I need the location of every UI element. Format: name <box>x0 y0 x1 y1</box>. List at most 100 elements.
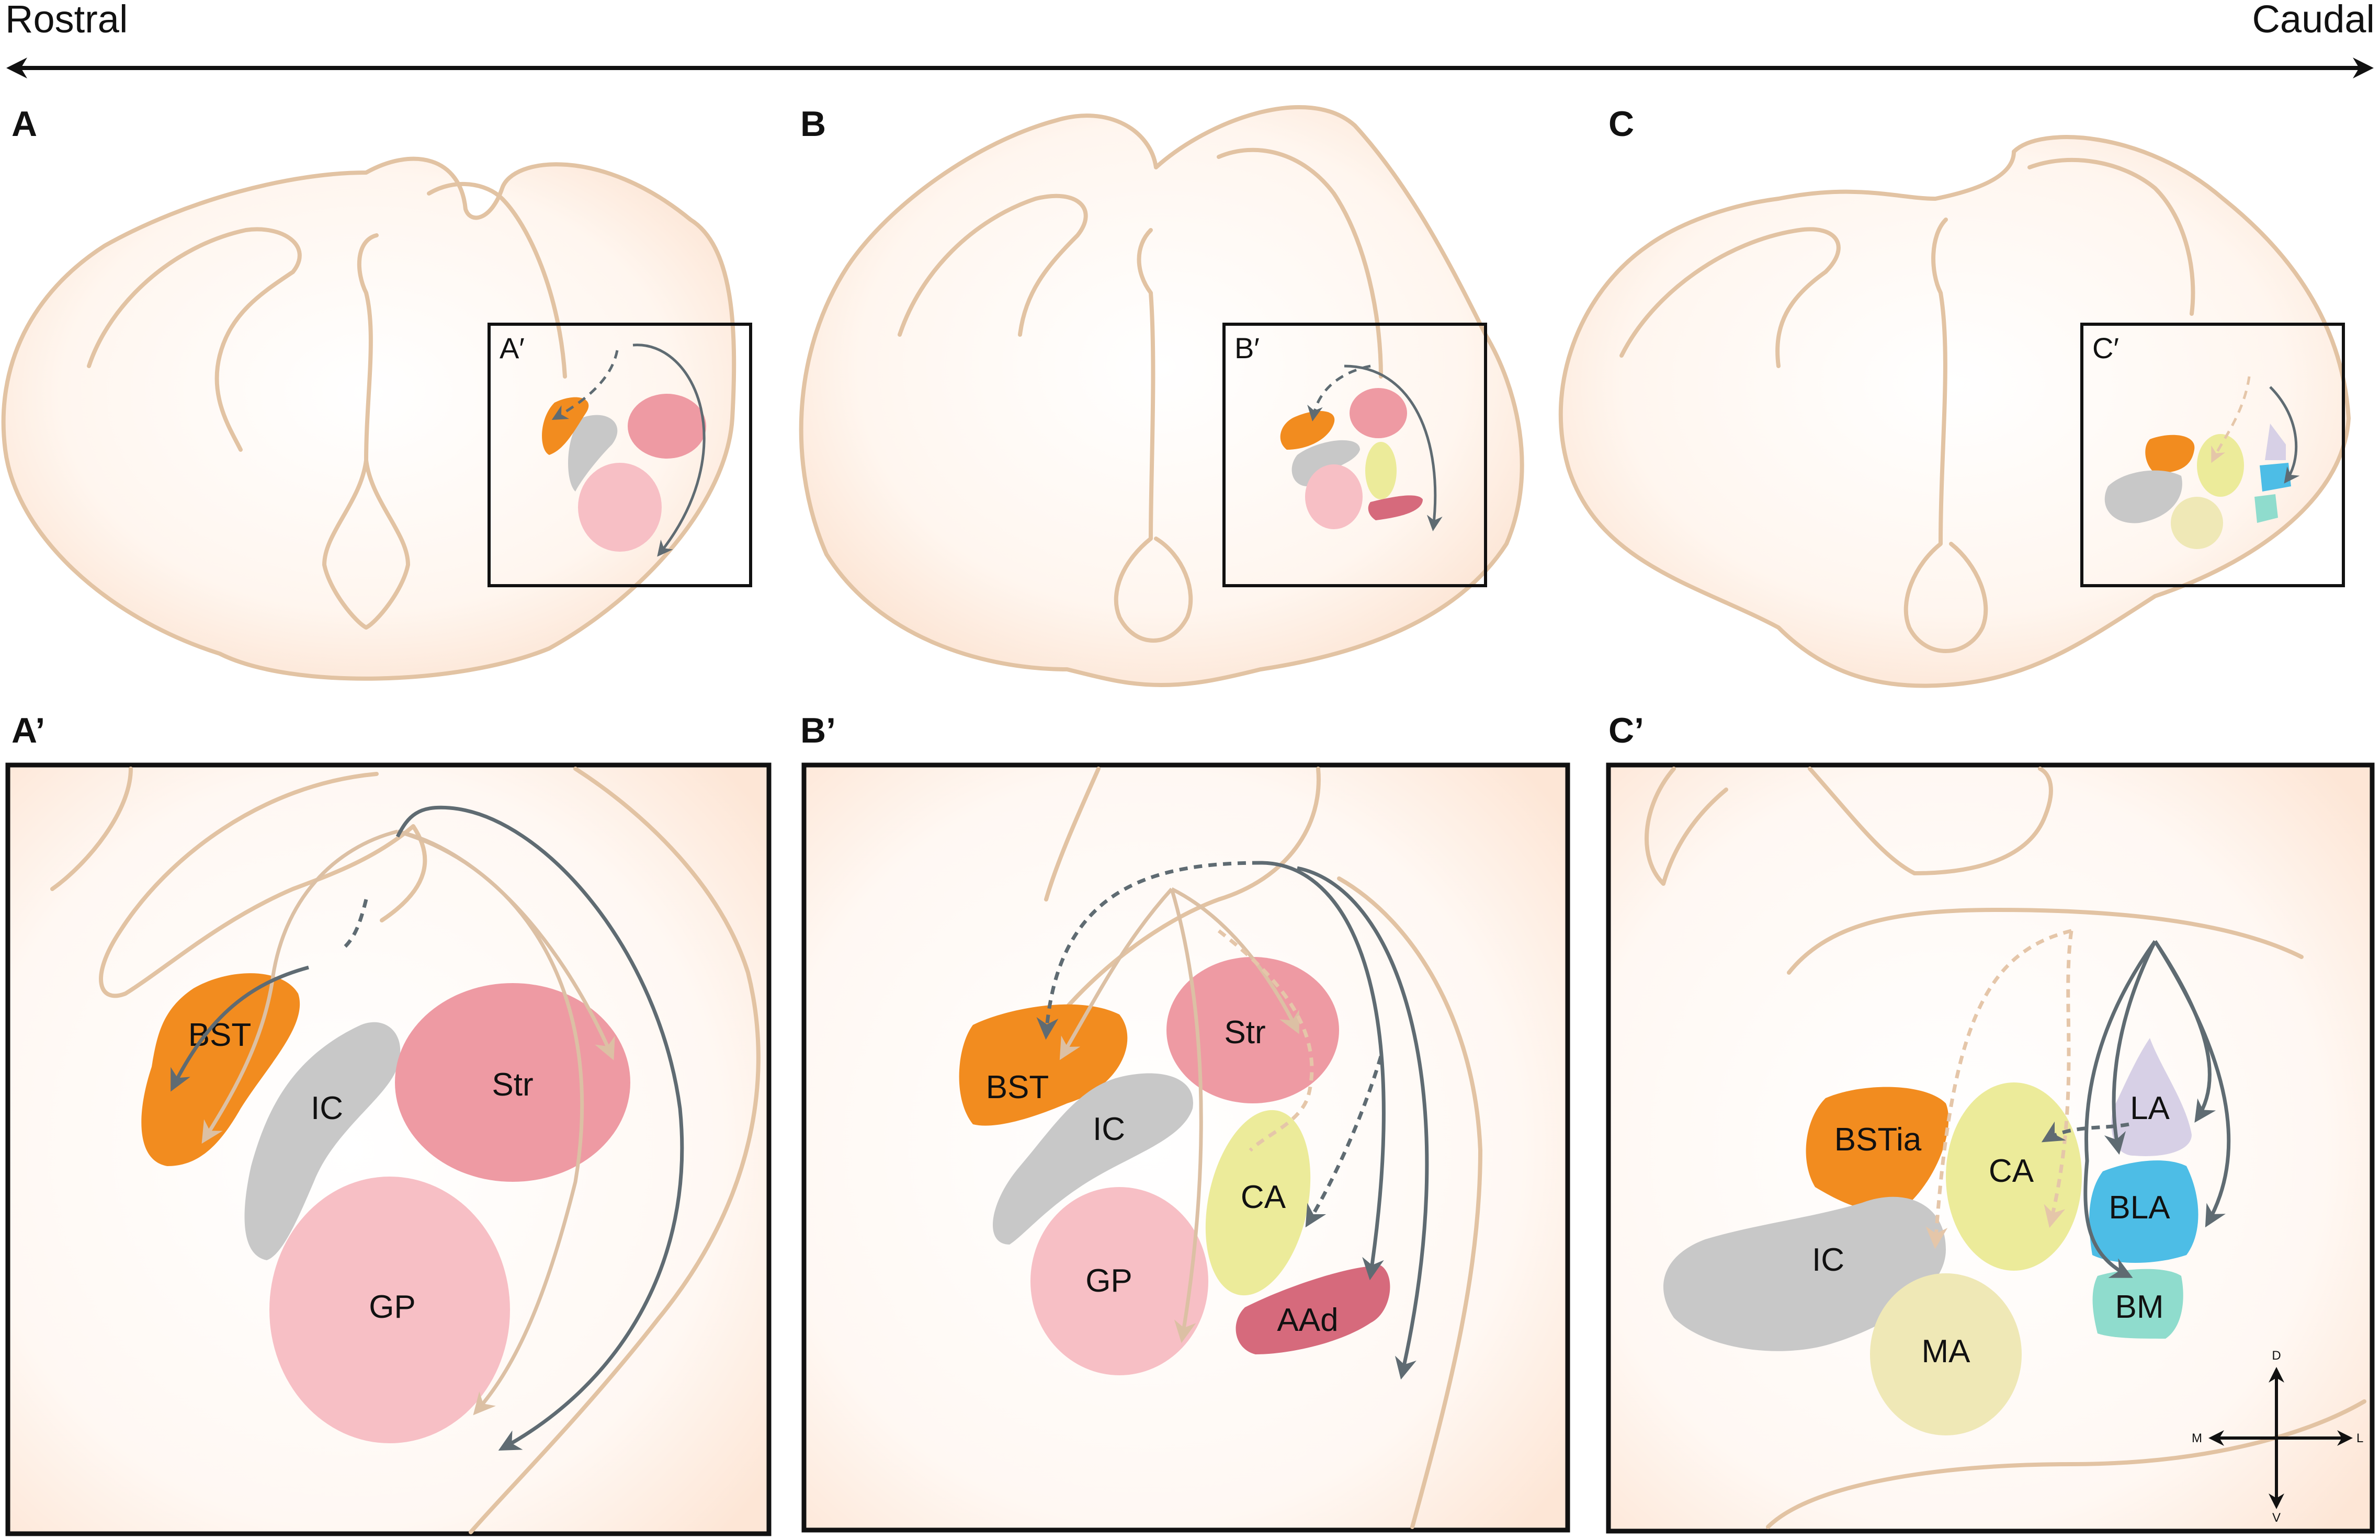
compass-medial-label: M <box>2192 1431 2202 1445</box>
arrow-tan-bst-b-prime <box>1059 887 1173 1060</box>
inset-box-a <box>488 323 752 587</box>
arrow-grey-bla-c-prime <box>2154 940 2231 1228</box>
gp-b-prime <box>1030 1187 1208 1375</box>
caudal-label: Caudal <box>2252 0 2375 41</box>
outline-dorsal-b-prime <box>1044 767 1101 902</box>
compass-dorsal-label: D <box>2272 1349 2281 1363</box>
mini-bstia-c <box>2145 435 2195 473</box>
bstia-c-prime <box>1806 1087 1949 1212</box>
panel-c: C C′ <box>1558 104 2351 688</box>
hemisphere-fold-right-b <box>1217 147 1383 379</box>
hemisphere-fold-left-b <box>898 193 1088 337</box>
outline-lateral-c-prime <box>1787 908 2304 975</box>
inset-box-c <box>2080 323 2345 587</box>
panel-letter-c: C <box>1608 104 1634 144</box>
arrow-dash-ca-c-prime <box>2041 1121 2129 1143</box>
inset-box-b <box>1222 323 1487 587</box>
hemisphere-fold-left-a <box>87 227 302 452</box>
outline-fold-c-prime <box>1808 767 2053 875</box>
arrow-tandash-ca-c-prime <box>2044 930 2073 1228</box>
label-bst-b-prime: BST <box>986 1069 1049 1105</box>
mini-arrow-grey-a <box>632 344 706 557</box>
outline-fold-b-prime <box>1034 767 1321 1048</box>
arrow-grey-aad-b-prime <box>1260 861 1386 1281</box>
hemisphere-fold-right-c <box>2027 157 2195 316</box>
aad-b-prime <box>1236 1265 1390 1354</box>
rostral-label: Rostral <box>5 0 128 41</box>
label-bstia-c-prime: BSTia <box>1834 1122 1922 1158</box>
mini-str-a <box>628 394 706 459</box>
mini-ca-c <box>2197 434 2244 497</box>
inset-letter-a-prime: A’ <box>12 711 45 750</box>
ventricle-a <box>322 233 410 630</box>
label-ic-b-prime: IC <box>1093 1111 1125 1147</box>
ma-c-prime <box>1870 1273 2022 1435</box>
arrow-dash-bst-b-prime <box>1036 861 1261 1040</box>
inset-frame-b-prime <box>801 762 1570 1533</box>
inset-tag-b: B′ <box>1234 332 1260 364</box>
label-bm-c-prime: BM <box>2115 1289 2164 1325</box>
inset-letter-b-prime: B’ <box>800 711 836 750</box>
ic-c-prime <box>1663 1196 1946 1351</box>
label-ca-b-prime: CA <box>1241 1179 1286 1215</box>
panel-a: A A′ <box>1 104 752 681</box>
arrow-dash-ca-b-prime <box>1305 1055 1383 1228</box>
label-gp-a-prime: GP <box>369 1289 416 1325</box>
label-bst-a-prime: BST <box>188 1017 252 1053</box>
mini-str-b <box>1350 388 1407 438</box>
mini-bla-c <box>2260 463 2291 492</box>
mini-arrow-tandash-c <box>2211 376 2251 463</box>
brain-section-b <box>799 105 1524 687</box>
bm-c-prime <box>2092 1269 2183 1339</box>
ventricle-c <box>1903 218 1988 653</box>
outline-dorsal-c-prime <box>1645 767 1728 886</box>
arrow-tandash-bstia-c-prime <box>1925 929 2072 1249</box>
arrow-grey-bst-a-prime <box>171 965 309 1092</box>
compass-lateral-label: L <box>2356 1431 2363 1445</box>
label-ic-a-prime: IC <box>311 1090 343 1126</box>
mini-la-c <box>2265 424 2286 460</box>
inset-c-prime: C’ BSTia IC CA MA LA BLA BM <box>1606 711 2375 1534</box>
mini-arrow-grey-b <box>1344 364 1443 531</box>
label-ma-c-prime: MA <box>1922 1333 1971 1370</box>
hemisphere-fold-right-a <box>427 181 567 379</box>
panel-letter-b: B <box>800 104 826 144</box>
compass-ventral-label: V <box>2272 1511 2281 1525</box>
bla-c-prime <box>2089 1160 2198 1263</box>
panel-letter-a: A <box>12 104 37 144</box>
rostral-caudal-axis: Rostral Caudal <box>5 0 2375 78</box>
str-a-prime <box>395 983 630 1182</box>
arrow-grey-bla2-c-prime <box>2104 940 2157 1155</box>
arrow-tan-bst-a-prime <box>201 829 398 1144</box>
panel-b: B B′ <box>799 104 1524 687</box>
hemisphere-fold-left-c <box>1619 227 1841 368</box>
arrow-grey-lateral-b-prime <box>1297 866 1429 1380</box>
label-bla-c-prime: BLA <box>2109 1190 2170 1226</box>
arrow-grey-dash-a-prime <box>344 899 368 948</box>
outline-lateral-a-prime <box>469 767 761 1534</box>
arrow-tandash-ca-b-prime <box>1217 929 1314 1152</box>
label-gp-b-prime: GP <box>1085 1263 1132 1299</box>
outline-dorsal-a-prime <box>50 767 133 891</box>
mini-gp-b <box>1305 464 1363 529</box>
la-c-prime <box>2111 1038 2192 1156</box>
inset-tag-a: A′ <box>500 332 525 364</box>
gp-a-prime <box>269 1177 510 1443</box>
str-b-prime <box>1166 957 1339 1103</box>
label-aad-b-prime: AAd <box>1277 1302 1338 1338</box>
inset-tag-c: C′ <box>2092 332 2119 364</box>
outline-lateral-b-prime <box>1337 876 1482 1529</box>
label-ca-c-prime: CA <box>1989 1153 2034 1189</box>
mini-ic-c <box>2104 470 2182 523</box>
mini-bm-c <box>2254 494 2278 523</box>
ic-a-prime <box>244 1022 401 1260</box>
arrow-tan-str-b-prime <box>1171 887 1299 1034</box>
arrow-tan-gp-a-prime <box>397 829 584 1416</box>
arrow-tan-gp-b-prime <box>1170 888 1203 1343</box>
mini-aad-b <box>1368 495 1423 520</box>
outline-fold-a-prime <box>99 772 427 998</box>
mini-ca-b <box>1365 442 1397 499</box>
ca-b-prime <box>1205 1110 1311 1296</box>
inset-a-prime: A’ BST IC Str GP <box>5 711 772 1536</box>
